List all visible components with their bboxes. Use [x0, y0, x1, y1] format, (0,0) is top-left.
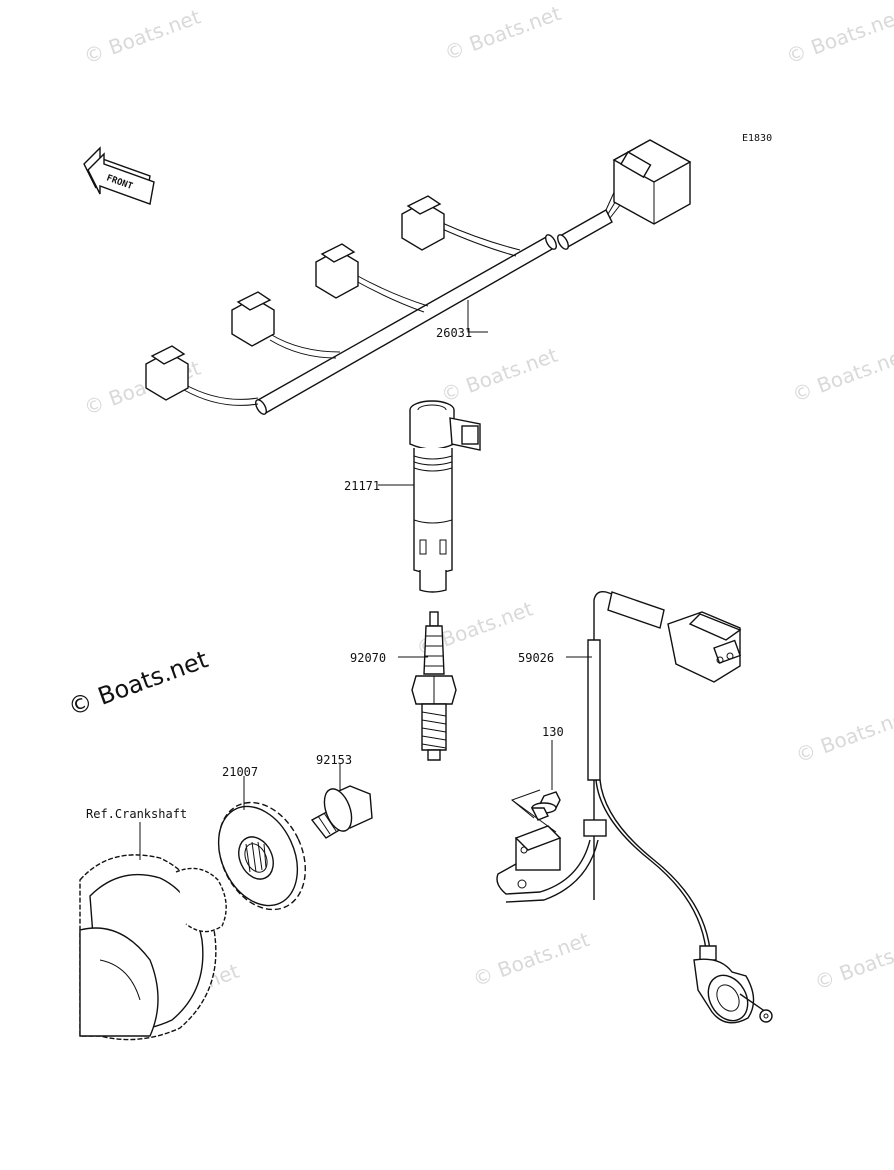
watermark: © Boats.net — [438, 343, 561, 407]
spark-plug — [411, 611, 457, 761]
sensor-lead — [496, 590, 773, 1024]
part-number-21007: 21007 — [222, 765, 258, 779]
watermark-large: © Boats.net — [64, 645, 211, 721]
part-number-92153: 92153 — [316, 753, 352, 767]
watermark: © Boats.net — [441, 1, 564, 65]
ignition-coil — [409, 400, 481, 593]
watermark: © Boats.net — [811, 930, 894, 994]
watermark: © Boats.net — [783, 4, 894, 68]
timing-rotor — [217, 801, 306, 911]
part-number-130: 130 — [542, 725, 564, 739]
bolt-small — [510, 789, 561, 833]
ref-crankshaft-label: Ref.Crankshaft — [86, 807, 187, 821]
front-arrow-icon: FRONT — [83, 146, 155, 205]
part-number-92070: 92070 — [350, 651, 386, 665]
part-number-21171: 21171 — [344, 479, 380, 493]
part-number-26031: 26031 — [436, 326, 472, 340]
watermark: © Boats.net — [793, 703, 894, 767]
bolt-flange — [310, 785, 373, 839]
crankshaft-reference — [79, 854, 227, 1041]
part-number-59026: 59026 — [518, 651, 554, 665]
diagram-code: E1830 — [742, 133, 772, 144]
watermark: © Boats.net — [470, 927, 593, 991]
watermark: © Boats.net — [789, 343, 894, 407]
wiring-harness — [145, 139, 692, 415]
watermark: © Boats.net — [81, 4, 204, 68]
